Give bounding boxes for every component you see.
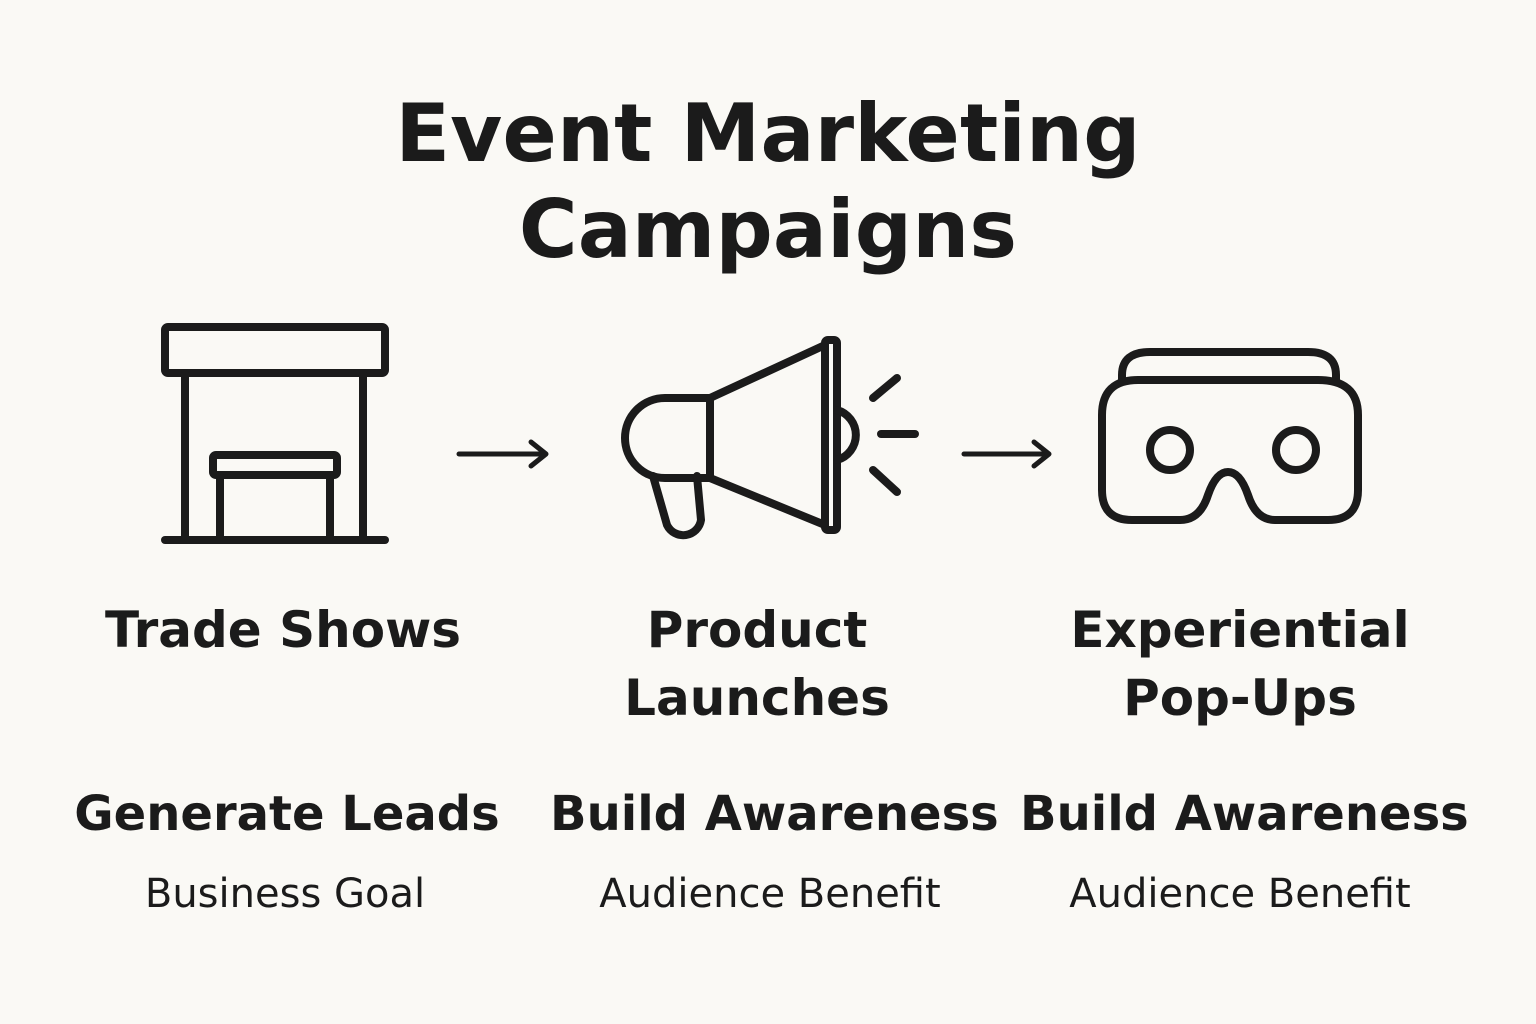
step-label-line: Trade Shows bbox=[104, 601, 462, 659]
step-label-product-launches: Product Launches bbox=[557, 596, 957, 732]
arrow-right-icon bbox=[960, 434, 1060, 478]
title-line-1: Event Marketing bbox=[395, 87, 1141, 180]
step-label-line: Launches bbox=[624, 669, 890, 727]
arrow-right-icon bbox=[455, 434, 555, 478]
step-label-line: Product bbox=[646, 601, 868, 659]
title-line-2: Campaigns bbox=[518, 183, 1018, 276]
step-goal: Generate Leads bbox=[74, 786, 500, 842]
diagram-title: Event Marketing Campaigns bbox=[268, 86, 1268, 278]
vr-headset-icon bbox=[1090, 340, 1370, 540]
step-category: Business Goal bbox=[144, 871, 426, 917]
step-label-experiential-pop-ups: Experiential Pop-Ups bbox=[1020, 596, 1460, 732]
trade-booth-icon bbox=[150, 315, 400, 555]
step-label-line: Experiential bbox=[1070, 601, 1410, 659]
step-category: Audience Benefit bbox=[599, 871, 941, 917]
step-goal: Build Awareness bbox=[550, 786, 999, 842]
step-category: Audience Benefit bbox=[1069, 871, 1411, 917]
step-label-line: Pop-Ups bbox=[1123, 669, 1357, 727]
step-label-trade-shows: Trade Shows bbox=[83, 596, 483, 664]
step-goal: Build Awareness bbox=[1020, 786, 1469, 842]
megaphone-icon bbox=[605, 330, 925, 560]
